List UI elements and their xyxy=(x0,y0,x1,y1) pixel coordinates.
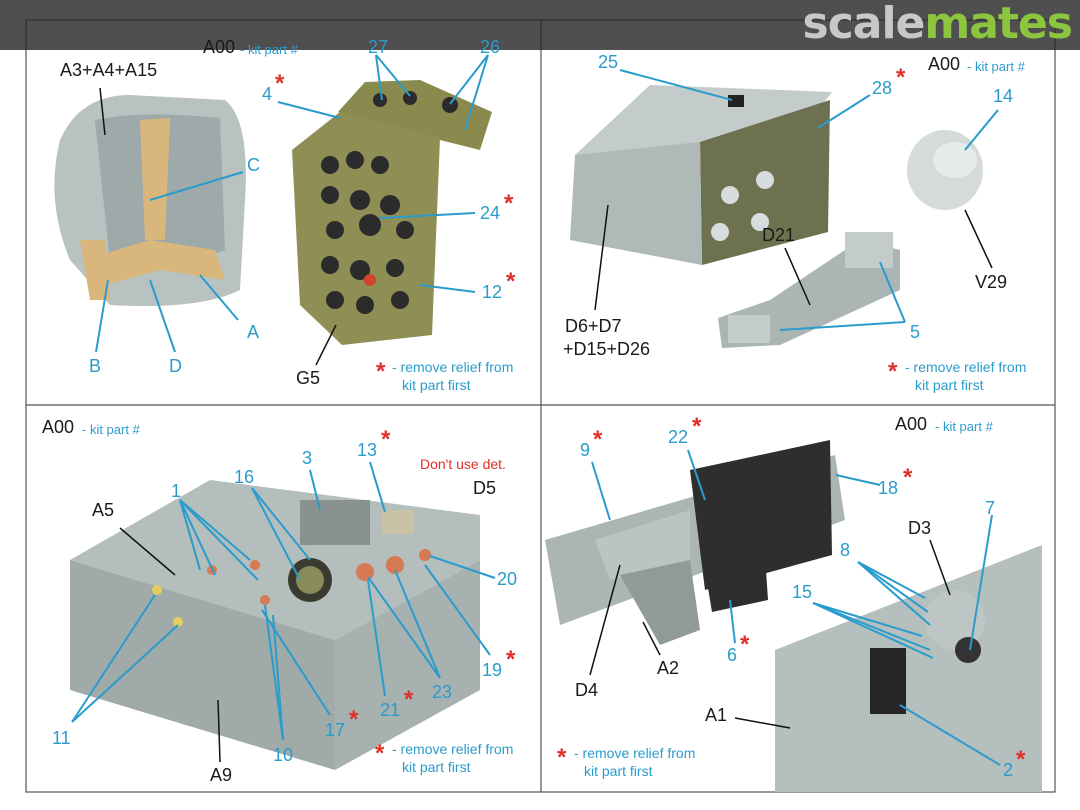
label-10: 10 xyxy=(273,745,294,765)
star-marker: * xyxy=(349,706,359,733)
label-11: 11 xyxy=(52,728,71,748)
label-27: 27 xyxy=(368,37,389,57)
label-d: D xyxy=(169,356,182,376)
star-marker: * xyxy=(896,64,906,91)
star-marker: * xyxy=(692,413,702,440)
star-marker: * xyxy=(376,358,386,385)
label-22: 22 xyxy=(668,427,689,447)
label-a3-a4-a15: A3+A4+A15 xyxy=(60,60,158,80)
v29-part xyxy=(907,130,983,210)
star-marker: * xyxy=(557,744,567,771)
callouts-bottom-left-black xyxy=(119,527,221,763)
label-d21: D21 xyxy=(762,225,796,245)
callouts-top-left-black xyxy=(99,87,337,366)
watermark-bar: scalemates xyxy=(0,0,1080,50)
star-marker: * xyxy=(1016,746,1026,773)
label-28: 28 xyxy=(872,78,893,98)
note-line1: - remove relief from xyxy=(392,741,514,757)
scalemates-logo: scalemates xyxy=(802,0,1073,49)
callouts-top-right-black xyxy=(594,204,993,311)
label-7: 7 xyxy=(985,498,996,518)
callouts-top-left xyxy=(95,54,489,353)
label-v29: V29 xyxy=(975,272,1008,292)
star-marker: * xyxy=(275,70,285,97)
label-4: 4 xyxy=(262,84,273,104)
legend-desc: - kit part # xyxy=(82,422,140,437)
label-17: 17 xyxy=(325,720,346,740)
star-marker: * xyxy=(404,686,414,713)
note-line1: - remove relief from xyxy=(905,359,1027,375)
label-9: 9 xyxy=(580,440,591,460)
label-a2: A2 xyxy=(657,658,680,678)
label-a1: A1 xyxy=(705,705,728,725)
label-d15-d26: +D15+D26 xyxy=(563,339,651,359)
label-d4: D4 xyxy=(575,680,599,700)
legend-code: A00 xyxy=(928,54,961,74)
star-marker: * xyxy=(740,631,750,658)
label-b: B xyxy=(89,356,102,376)
callouts-top-right xyxy=(619,69,999,331)
label-26: 26 xyxy=(480,37,501,57)
label-d5: D5 xyxy=(473,478,497,498)
note-line2: kit part first xyxy=(915,377,984,393)
label-20: 20 xyxy=(497,569,518,589)
note-line2: kit part first xyxy=(584,763,653,779)
star-marker: * xyxy=(593,426,603,453)
star-marker: * xyxy=(375,740,385,767)
instrument-panel-part xyxy=(292,80,492,345)
star-marker: * xyxy=(506,646,516,673)
label-14: 14 xyxy=(993,86,1014,106)
legend-code: A00 xyxy=(895,414,928,434)
label-d6-d7: D6+D7 xyxy=(565,316,622,336)
label-1: 1 xyxy=(171,481,182,501)
label-6: 6 xyxy=(727,645,738,665)
side-wall-part xyxy=(545,440,1042,792)
label-13: 13 xyxy=(357,440,378,460)
star-marker: * xyxy=(381,426,391,453)
label-8: 8 xyxy=(840,540,851,560)
star-marker: * xyxy=(504,190,514,217)
label-19: 19 xyxy=(482,660,503,680)
label-a: A xyxy=(247,322,260,342)
callouts-bottom-right-black xyxy=(589,539,951,729)
note-line1: - remove relief from xyxy=(574,745,696,761)
seat-part xyxy=(54,95,246,306)
label-25: 25 xyxy=(598,52,619,72)
label-24: 24 xyxy=(480,203,501,223)
legend-code: A00 xyxy=(42,417,75,437)
star-marker: * xyxy=(506,268,516,295)
label-a9: A9 xyxy=(210,765,233,785)
radio-box-part xyxy=(570,85,832,265)
label-21: 21 xyxy=(380,700,401,720)
callouts-bottom-left xyxy=(71,461,496,741)
label-12: 12 xyxy=(482,282,503,302)
note-line1: - remove relief from xyxy=(392,359,514,375)
label-5: 5 xyxy=(910,322,921,342)
d21-part xyxy=(718,232,900,348)
label-23: 23 xyxy=(432,682,453,702)
label-c: C xyxy=(247,155,260,175)
label-d3: D3 xyxy=(908,518,932,538)
label-16: 16 xyxy=(234,467,255,487)
label-18: 18 xyxy=(878,478,899,498)
legend-desc: - kit part # xyxy=(240,42,298,57)
label-2: 2 xyxy=(1003,760,1014,780)
star-marker: * xyxy=(903,464,913,491)
note-line2: kit part first xyxy=(402,759,471,775)
legend-code: A00 xyxy=(203,37,236,57)
callouts-bottom-right xyxy=(591,449,1001,766)
side-console-part xyxy=(70,480,480,770)
legend-desc: - kit part # xyxy=(935,419,993,434)
legend-desc: - kit part # xyxy=(967,59,1025,74)
label-g5: G5 xyxy=(296,368,321,388)
warning-text: Don't use det. xyxy=(420,456,506,472)
star-marker: * xyxy=(888,358,898,385)
label-3: 3 xyxy=(302,448,313,468)
note-line2: kit part first xyxy=(402,377,471,393)
label-a5: A5 xyxy=(92,500,115,520)
label-15: 15 xyxy=(792,582,813,602)
